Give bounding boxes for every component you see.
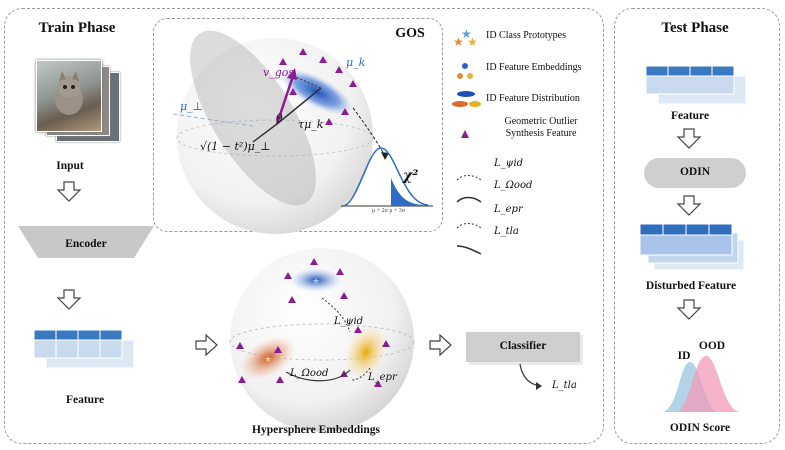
dots-icon (457, 63, 473, 79)
hs-l-psi: L_ψid (334, 316, 364, 327)
gos-sphere (172, 30, 433, 234)
star-icon: ★ ★ ★ (453, 27, 478, 49)
legend-item-prototypes: ID Class Prototypes (486, 30, 566, 41)
test-feature-label: Feature (670, 110, 710, 122)
feature-stack (33, 329, 135, 369)
legend-item-embeddings: ID Feature Embeddings (486, 62, 582, 73)
gos-panel (153, 18, 443, 232)
svg-text:★: ★ (264, 354, 272, 364)
odin-score-plot (662, 356, 740, 412)
chi2-label: χ² (403, 168, 419, 184)
hs-l-epr: L_epr (368, 372, 397, 383)
test-phase-title: Test Phase (661, 20, 729, 36)
odin-block (644, 158, 746, 188)
legend-loss-omega: L_Ωood (494, 180, 533, 191)
svg-text:★: ★ (467, 35, 478, 49)
theta-label: θ (276, 112, 283, 125)
odin-score-label: ODIN Score (669, 422, 731, 434)
triangle-icon (461, 130, 469, 138)
train-phase-title: Train Phase (38, 20, 116, 36)
gos-title: GOS (395, 26, 425, 41)
ood-label: OOD (698, 340, 726, 352)
svg-text:★: ★ (312, 276, 320, 286)
legend-loss-psi: L_ψid (494, 158, 524, 169)
chi2-axis-ticks: μ + 2σ μ + 3σ (372, 208, 406, 214)
train-phase-panel (4, 8, 604, 444)
classifier-loss-arrow (519, 363, 542, 390)
t-mu-k-label: τμ_k (298, 118, 324, 131)
svg-text:★: ★ (453, 35, 464, 49)
hypersphere-title: Hypersphere Embeddings (252, 424, 380, 436)
mu-perp-label: μ_⊥ (180, 100, 203, 113)
arrow-icon (456, 245, 482, 255)
ellipse-icon (452, 91, 481, 107)
input-label: Input (56, 160, 84, 172)
legend-item-gos-feature: Geometric Outlier Synthesis Feature (504, 116, 578, 139)
encoder-label: Encoder (65, 238, 107, 250)
train-feature-label: Feature (65, 394, 105, 406)
test-phase-panel (614, 8, 780, 444)
odin-label: ODIN (679, 166, 711, 178)
legend-loss-epr: L_epr (494, 204, 523, 215)
hs-l-omega: L_Ωood (290, 368, 329, 379)
encoder-block (18, 226, 154, 258)
classifier-loss: L_tla (552, 380, 577, 391)
cat-image (36, 60, 102, 132)
sqrt-term-label: √(1 − t²)μ_⊥ (200, 140, 271, 153)
dotted-curve-icon (456, 175, 482, 181)
disturbed-feature-stack (639, 223, 745, 271)
disturbed-feature-label: Disturbed Feature (645, 280, 737, 292)
legend-icons: ★ ★ ★ (452, 27, 482, 255)
dotted-arrow-icon (456, 223, 482, 229)
test-feature-stack (645, 65, 747, 105)
mu-k-label: μ_k (346, 56, 366, 69)
legend-item-distribution: ID Feature Distribution (486, 93, 580, 104)
classifier-label: Classifier (499, 340, 547, 352)
hypersphere: ★ ★ (229, 248, 415, 432)
solid-curve-icon (456, 196, 482, 203)
v-gos-label: v_gos (263, 66, 295, 79)
svg-text:★: ★ (461, 27, 472, 41)
classifier-block (466, 332, 580, 362)
legend-loss-tla: L_tla (494, 226, 519, 237)
input-image-stack (36, 60, 136, 150)
id-label: ID (677, 350, 691, 362)
